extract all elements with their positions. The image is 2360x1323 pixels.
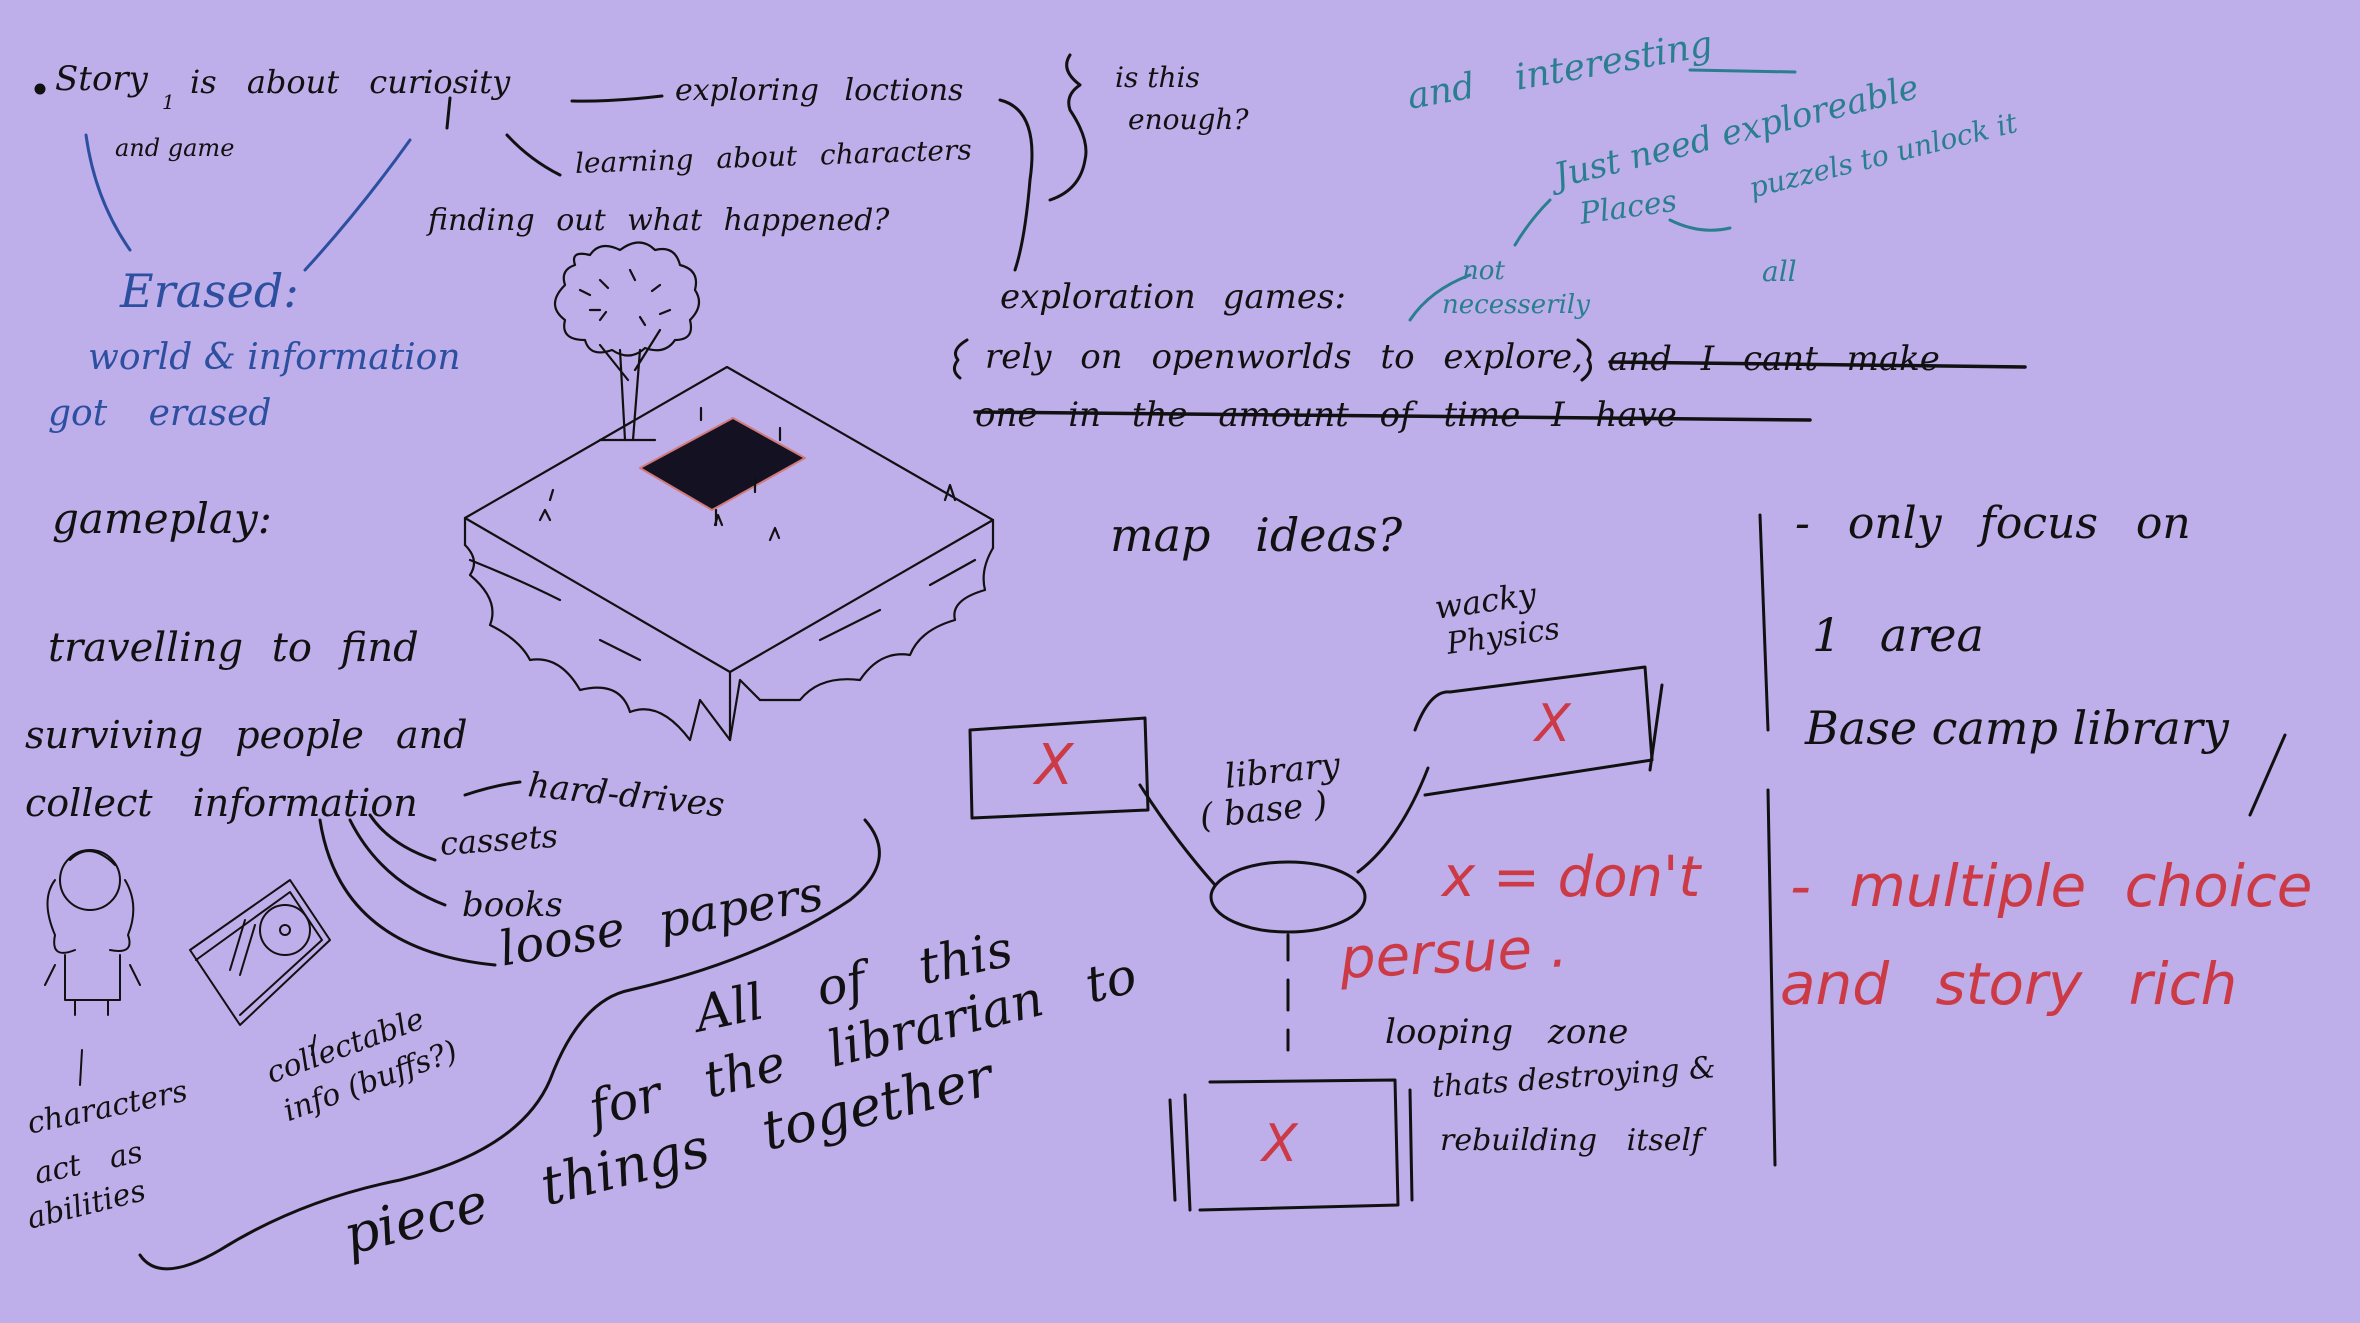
x-mark-left: X [1035,733,1074,798]
line-cassets [368,813,437,862]
line-hard-drives [463,780,522,797]
note-books: books [462,885,563,925]
line-to-just-need [1513,198,1552,247]
note-travelling: travelling to find [48,625,419,671]
note-base-camp: Base camp library [1805,701,2229,755]
note-not: not [1462,256,1505,286]
floating-island-drawing [463,241,995,742]
device-doodle [189,879,331,1056]
note-cassets: cassets [438,816,560,863]
line-to-exploring [570,94,664,103]
note-story: Story [55,59,148,99]
line-right-to-base [1356,766,1430,874]
brace-rely [953,338,969,380]
line-erased-right [303,138,412,272]
brace-rely-end [1576,338,1592,382]
map-zone-left [968,716,1150,820]
line-tick [445,96,452,130]
note-x-dont: x = don't [1442,845,1701,910]
note-enough: enough? [1128,103,1249,136]
note-is-about-curiosity: is about curiosity [190,63,511,101]
note-and-game: and game [115,134,235,162]
note-one-area: 1 area [1812,608,1984,662]
line-big-curve [138,818,881,1271]
map-diagram [968,665,1664,1212]
note-gameplay: gameplay: [52,494,272,543]
note-got-erased: got erased [48,393,272,434]
line-left-to-base [1138,783,1217,887]
note-world-information: world & information [88,337,461,378]
note-exploring-loctions: exploring loctions [675,73,964,108]
line-books [348,818,447,907]
note-rely-on: rely on openworlds to explore, [985,337,1583,377]
note-and-i-cant-make: and I cant make [1608,339,1940,379]
line-not-necessarily [1408,273,1472,322]
line-loose-papers [318,818,497,967]
note-rebuilding: rebuilding itself [1440,1123,1703,1158]
note-map-ideas: map ideas? [1110,508,1403,562]
note-surviving: surviving people and [25,713,468,757]
map-zone-physics [1413,665,1654,797]
brace-enough [1048,53,1088,202]
note-multiple-choice: - multiple choice [1790,852,2313,920]
note-is-this: is this [1115,61,1200,94]
note-looping-zone: looping zone [1385,1012,1629,1052]
line-to-learning [505,133,562,177]
line-erased-left [84,133,132,252]
note-only-focus: - only focus on [1795,498,2191,549]
note-persue: persue . [1338,915,1570,992]
character-doodle [44,849,141,1086]
note-all: all [1762,255,1797,288]
strike-2 [973,410,1812,422]
note-exploration-games: exploration games: [1000,277,1346,317]
bullet-dot [34,83,46,95]
library-base-ellipse [1209,860,1367,934]
note-caret: 1 [162,90,175,114]
strike-1 [1608,360,2027,369]
x-mark-physics: X [1535,694,1571,754]
line-interesting [1688,68,1797,74]
note-erased: Erased: [120,264,299,318]
note-and-story-rich: and story rich [1780,950,2238,1018]
line-to-puzzels [1668,218,1732,232]
x-mark-looping: X [1262,1114,1298,1174]
line-base-camp [2248,733,2287,817]
map-zone-looping [1168,1078,1414,1212]
note-one-in-the-amount: one in the amount of time I have [975,395,1677,435]
note-collect: collect information [25,781,418,825]
note-finding-out: finding out what happened? [428,203,890,238]
vertical-divider [1758,513,1777,1167]
line-exploring-down [998,98,1034,272]
map-zone-physics-edge [1648,683,1664,772]
note-necesserily: necesserily [1442,290,1590,320]
